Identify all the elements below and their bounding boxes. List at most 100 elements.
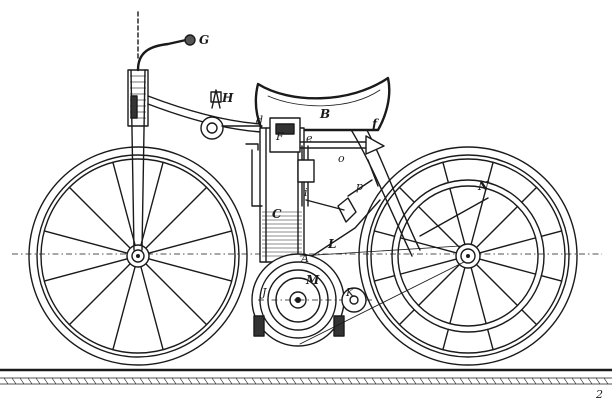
- ground-hatch-mark: [283, 377, 289, 385]
- front-fork: [127, 11, 196, 251]
- label-B: B: [319, 107, 330, 121]
- rear-lever: [419, 197, 489, 237]
- ground-hatch-mark: [475, 377, 481, 385]
- front-spoke: [145, 186, 208, 249]
- ground-hatch-mark: [59, 377, 65, 385]
- rear-outer-spoke: [540, 230, 563, 238]
- ground-hatch-mark: [531, 377, 537, 385]
- label-H: H: [221, 91, 234, 105]
- ground-hatch-mark: [363, 377, 369, 385]
- steering-gear: [200, 89, 263, 140]
- ground-hatch-mark: [443, 377, 449, 385]
- ground-hatch-mark: [179, 377, 185, 385]
- ground-hatch-mark: [291, 377, 297, 385]
- label-M: M: [305, 273, 320, 287]
- ground-hatch-mark: [99, 377, 105, 385]
- ground-hatch-mark: [259, 377, 265, 385]
- engine: [245, 117, 385, 263]
- crankcase: [251, 245, 465, 347]
- ground-hatch-mark: [83, 377, 89, 385]
- ground-hatch-mark: [451, 377, 457, 385]
- ground-hatch-mark: [411, 377, 417, 385]
- labels: G H B d F e f o N p C i L A M J K 2: [199, 33, 603, 401]
- ground-hatch-mark: [243, 377, 249, 385]
- rear-inner-spoke: [399, 237, 458, 254]
- label-d: d: [256, 114, 263, 127]
- ground-hatch-mark: [347, 377, 353, 385]
- rear-outer-spoke: [521, 309, 538, 326]
- ground-hatch-mark: [379, 377, 385, 385]
- ground-hatch-mark: [539, 377, 545, 385]
- ground-hatch-mark: [275, 377, 281, 385]
- rear-outer-spoke: [442, 161, 450, 184]
- front-spoke: [145, 263, 208, 326]
- ground-hatch-mark: [563, 377, 569, 385]
- ground-hatch-mark: [523, 377, 529, 385]
- ground-hatch-mark: [131, 377, 137, 385]
- ground-hatch-mark: [339, 377, 345, 385]
- rear-inner-spoke: [449, 187, 466, 246]
- ground-hatch-mark: [155, 377, 161, 385]
- ground-hatch-mark: [19, 377, 25, 385]
- ground-hatch-mark: [123, 377, 129, 385]
- label-A: A: [300, 252, 309, 265]
- ground-hatch-mark: [595, 377, 601, 385]
- label-K: K: [345, 286, 355, 299]
- ground-hatch-mark: [51, 377, 57, 385]
- label-p: p: [356, 180, 363, 193]
- ground-hatch-mark: [395, 377, 401, 385]
- ground-hatch-mark: [459, 377, 465, 385]
- ground-hatch-mark: [547, 377, 553, 385]
- rear-inner-spoke: [470, 266, 487, 325]
- label-N: N: [477, 179, 490, 193]
- label-C: C: [272, 207, 282, 221]
- rear-outer-spoke: [486, 328, 494, 351]
- ground-hatch-mark: [187, 377, 193, 385]
- rear-inner-spoke: [475, 263, 519, 307]
- rear-inner-spoke: [470, 187, 487, 246]
- ground-hatch-mark: [507, 377, 513, 385]
- ground-hatch-mark: [427, 377, 433, 385]
- rear-outer-spoke: [486, 161, 494, 184]
- rear-outer-spoke: [398, 309, 415, 326]
- ground-hatch-mark: [75, 377, 81, 385]
- ground-hatch-mark: [387, 377, 393, 385]
- front-spoke: [68, 263, 131, 326]
- ground-hatch-mark: [35, 377, 41, 385]
- label-F: F: [275, 130, 284, 143]
- ground-hatch-mark: [491, 377, 497, 385]
- saddle: [254, 76, 391, 132]
- rear-outer-spoke: [540, 274, 563, 282]
- ground-hatch-mark: [467, 377, 473, 385]
- label-J: J: [260, 286, 267, 299]
- ground-hatch-mark: [219, 377, 225, 385]
- ground-hatch-mark: [235, 377, 241, 385]
- ground-hatch-mark: [211, 377, 217, 385]
- ground-hatch-mark: [371, 377, 377, 385]
- ground-hatch-mark: [11, 377, 17, 385]
- rear-outer-spoke: [398, 186, 415, 203]
- ground-hatch-mark: [43, 377, 49, 385]
- ground-hatch-mark: [203, 377, 209, 385]
- front-spoke: [43, 230, 129, 254]
- ground-hatch-mark: [419, 377, 425, 385]
- ground-hatch-mark: [195, 377, 201, 385]
- rear-inner-spoke: [475, 205, 519, 249]
- ground: [0, 368, 612, 385]
- label-L: L: [327, 237, 336, 251]
- rear-inner-spoke: [478, 258, 537, 275]
- ground-hatch-mark: [579, 377, 585, 385]
- ground-hatch-mark: [115, 377, 121, 385]
- rear-wheel: [358, 146, 578, 366]
- rear-inner-spoke: [417, 205, 461, 249]
- rear-inner-spoke: [417, 263, 461, 307]
- ground-hatch-mark: [3, 377, 9, 385]
- rear-outer-spoke: [373, 274, 396, 282]
- rear-inner-spoke: [449, 266, 466, 325]
- ground-hatch-mark: [163, 377, 169, 385]
- front-spoke: [112, 161, 136, 247]
- label-e: e: [306, 132, 313, 145]
- label-num: 2: [595, 388, 603, 401]
- label-o: o: [338, 152, 345, 165]
